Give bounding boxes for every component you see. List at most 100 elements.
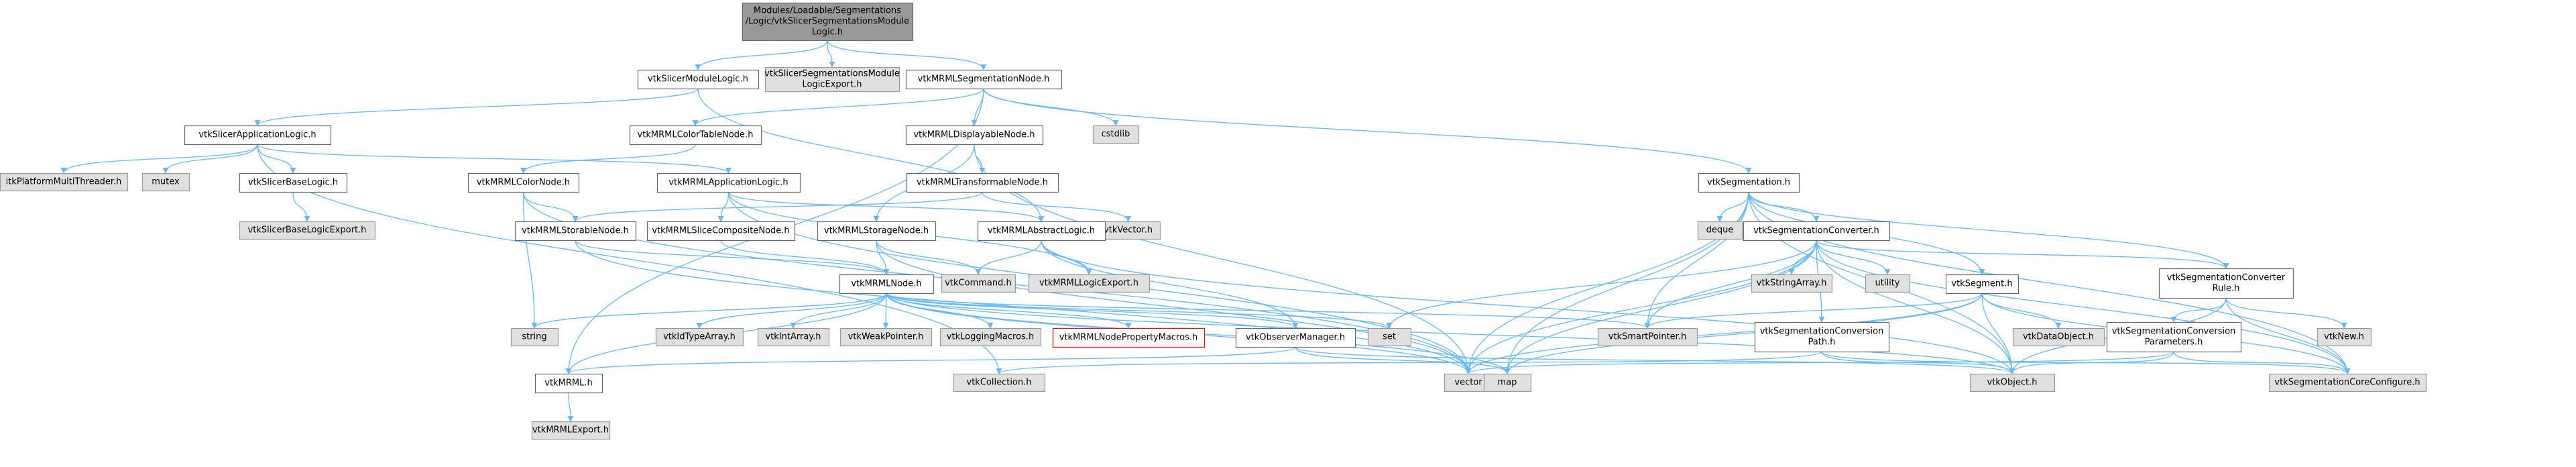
node-box bbox=[1945, 274, 2019, 295]
graph-node-intarray[interactable]: vtkIntArray.h bbox=[757, 327, 830, 347]
graph-node-slicecomposite[interactable]: vtkMRMLSliceCompositeNode.h bbox=[646, 221, 796, 242]
edge-convparams-to-coreconfigure bbox=[2173, 351, 2351, 374]
edges-layer bbox=[60, 40, 2351, 422]
graph-node-logicexport[interactable]: vtkMRMLLogicExport.h bbox=[1028, 274, 1151, 293]
edge-root-to-slicermodulelogic bbox=[695, 40, 828, 70]
graph-node-displayablenode[interactable]: vtkMRMLDisplayableNode.h bbox=[905, 125, 1044, 146]
graph-node-mrmlnode[interactable]: vtkMRMLNode.h bbox=[839, 274, 935, 295]
graph-node-mrmlexport[interactable]: vtkMRMLExport.h bbox=[531, 421, 611, 440]
edge-segment-to-smartpointer bbox=[1644, 293, 1983, 329]
node-label: vtkMRMLColorTableNode.h bbox=[638, 130, 754, 140]
node-label: vtkObserverManager.h bbox=[1246, 333, 1345, 343]
graph-node-slicerbaselogic[interactable]: vtkSlicerBaseLogic.h bbox=[239, 172, 348, 193]
graph-node-idtypearray[interactable]: vtkIdTypeArray.h bbox=[655, 327, 744, 347]
graph-node-nodepropmacros[interactable]: vtkMRMLNodePropertyMacros.h bbox=[1052, 327, 1206, 348]
graph-node-abstractlogic[interactable]: vtkMRMLAbstractLogic.h bbox=[977, 221, 1106, 242]
graph-node-segmentation[interactable]: vtkSegmentation.h bbox=[1698, 172, 1800, 193]
node-box bbox=[939, 327, 1042, 347]
graph-node-vtkvector[interactable]: vtkVector.h bbox=[1096, 221, 1161, 240]
node-box bbox=[656, 172, 801, 193]
graph-node-mrmlapplogic[interactable]: vtkMRMLApplicationLogic.h bbox=[656, 172, 801, 193]
graph-node-string[interactable]: string bbox=[510, 327, 559, 347]
node-label: vtkIdTypeArray.h bbox=[663, 332, 736, 342]
graph-node-seglogicexport[interactable]: vtkSlicerSegmentationsModuleLogicExport.… bbox=[764, 66, 900, 93]
node-box bbox=[757, 327, 830, 347]
node-box bbox=[184, 125, 332, 146]
graph-node-map[interactable]: map bbox=[1483, 373, 1532, 393]
graph-node-mrmlsegnode[interactable]: vtkMRMLSegmentationNode.h bbox=[905, 69, 1063, 90]
graph-node-appllogic[interactable]: vtkSlicerApplicationLogic.h bbox=[184, 125, 332, 146]
node-label: deque bbox=[1706, 225, 1734, 236]
edge-transformablenode-to-storablenode bbox=[572, 191, 983, 222]
edge-convparams-to-vector bbox=[1465, 351, 2174, 374]
graph-node-cstdlib[interactable]: cstdlib bbox=[1092, 125, 1140, 144]
graph-node-vtkcommand[interactable]: vtkCommand.h bbox=[941, 274, 1016, 293]
edge-slicermodulelogic-to-appllogic bbox=[254, 88, 699, 126]
node-box bbox=[141, 172, 190, 192]
node-box bbox=[534, 373, 603, 394]
graph-node-smartpointer[interactable]: vtkSmartPointer.h bbox=[1597, 327, 1698, 347]
graph-node-collection[interactable]: vtkCollection.h bbox=[953, 373, 1046, 393]
edge-convrule-to-coreconfigure bbox=[2225, 297, 2351, 374]
graph-node-transformablenode[interactable]: vtkMRMLTransformableNode.h bbox=[906, 172, 1059, 193]
node-label: vtkVector.h bbox=[1104, 225, 1153, 236]
node-label: vtkSmartPointer.h bbox=[1608, 332, 1686, 342]
edge-segconverter-to-convrule bbox=[1816, 240, 2229, 269]
graph-node-weakpointer[interactable]: vtkWeakPointer.h bbox=[839, 327, 933, 347]
node-label: vtkSlicerBaseLogic.h bbox=[248, 178, 338, 188]
graph-node-vtknew[interactable]: vtkNew.h bbox=[2317, 327, 2372, 347]
graph-node-loggingmacros[interactable]: vtkLoggingMacros.h bbox=[939, 327, 1042, 347]
graph-node-slicerbaselogicexport[interactable]: vtkSlicerBaseLogicExport.h bbox=[239, 221, 376, 240]
node-label: /Logic/vtkSlicerSegmentationsModule bbox=[746, 17, 909, 27]
graph-node-storagenode[interactable]: vtkMRMLStorageNode.h bbox=[817, 221, 937, 242]
graph-node-colornode[interactable]: vtkMRMLColorNode.h bbox=[467, 172, 580, 193]
graph-node-stringarray[interactable]: vtkStringArray.h bbox=[1751, 274, 1833, 293]
node-box bbox=[764, 66, 900, 93]
edge-transformablenode-to-vtkvector bbox=[982, 191, 1131, 222]
graph-node-set[interactable]: set bbox=[1367, 327, 1412, 347]
edge-abstractlogic-to-observermanager bbox=[1041, 240, 1299, 329]
edge-appllogic-to-itkpmt bbox=[60, 144, 258, 174]
edge-segconverter-to-coreconfigure bbox=[1816, 240, 2351, 374]
edge-segment-to-map bbox=[1504, 293, 1983, 374]
edge-mrmlnode-to-set bbox=[886, 293, 1393, 329]
graph-node-itkpmt[interactable]: itkPlatformMultiThreader.h bbox=[0, 172, 129, 192]
node-label: vector bbox=[1454, 378, 1482, 388]
edge-convparams-to-vtkobject bbox=[2009, 351, 2174, 374]
node-label: string bbox=[522, 332, 546, 342]
graph-node-segment[interactable]: vtkSegment.h bbox=[1945, 274, 2019, 295]
graph-node-root[interactable]: Modules/Loadable/Segmentations/Logic/vtk… bbox=[742, 2, 914, 42]
graph-node-storablenode[interactable]: vtkMRMLStorableNode.h bbox=[514, 221, 637, 242]
node-box bbox=[1697, 221, 1743, 240]
edge-convpath-to-collection bbox=[996, 351, 1822, 374]
node-box bbox=[1754, 321, 1890, 353]
node-label: vtkSegmentationConverter.h bbox=[1753, 226, 1879, 236]
graph-node-dataobject[interactable]: vtkDataObject.h bbox=[2012, 327, 2105, 347]
graph-node-segconverter[interactable]: vtkSegmentationConverter.h bbox=[1743, 221, 1891, 242]
node-box bbox=[514, 221, 637, 242]
node-label: vtkObject.h bbox=[1987, 378, 2037, 388]
node-label: vtkIntArray.h bbox=[765, 332, 821, 342]
graph-node-observermanager[interactable]: vtkObserverManager.h bbox=[1235, 327, 1356, 348]
graph-node-mutex[interactable]: mutex bbox=[141, 172, 190, 192]
graph-node-coreconfigure[interactable]: vtkSegmentationCoreConfigure.h bbox=[2268, 373, 2427, 393]
edge-convrule-to-vtknew bbox=[2225, 297, 2347, 329]
graph-node-slicermodulelogic[interactable]: vtkSlicerModuleLogic.h bbox=[637, 69, 760, 90]
node-label: itkPlatformMultiThreader.h bbox=[6, 177, 122, 187]
edge-root-to-mrmlsegnode bbox=[827, 40, 987, 70]
graph-node-colortablenode[interactable]: vtkMRMLColorTableNode.h bbox=[629, 125, 762, 146]
node-box bbox=[1751, 274, 1833, 293]
node-label: vtkMRMLSegmentationNode.h bbox=[918, 74, 1050, 85]
node-box bbox=[510, 327, 559, 347]
graph-node-deque[interactable]: deque bbox=[1697, 221, 1743, 240]
graph-node-vtkmrml[interactable]: vtkMRML.h bbox=[534, 373, 603, 394]
graph-node-vtkobject[interactable]: vtkObject.h bbox=[1969, 373, 2056, 393]
edge-segconverter-to-vtkobject bbox=[1816, 240, 2015, 374]
graph-node-utility[interactable]: utility bbox=[1865, 274, 1911, 293]
node-box bbox=[742, 2, 914, 42]
edge-colornode-to-string bbox=[522, 191, 538, 329]
